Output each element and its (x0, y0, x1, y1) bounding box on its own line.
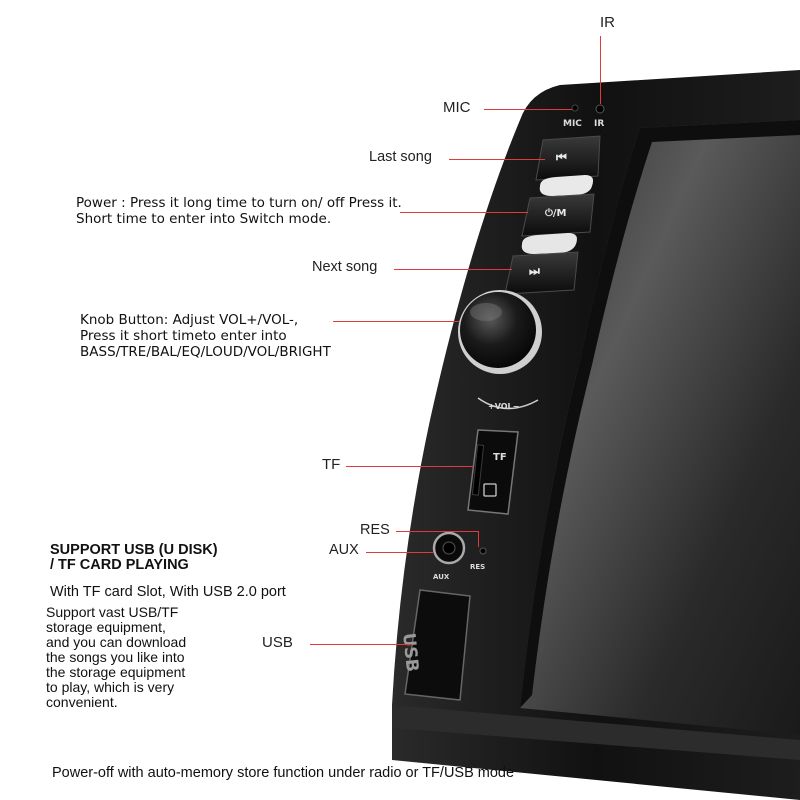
ir-mark: IR (594, 119, 605, 129)
support-heading: SUPPORT USB (U DISK) / TF CARD PLAYING (50, 542, 218, 573)
device-lip (392, 705, 800, 760)
aux-leader (366, 552, 434, 553)
usb-label: USB (262, 634, 293, 651)
next-song-leader (394, 269, 512, 270)
knob (460, 292, 536, 368)
tf-slot (471, 444, 485, 496)
usb-port (404, 589, 471, 701)
mic-leader (484, 109, 572, 110)
vol-mark: +VOL− (488, 402, 520, 411)
knob-description: Knob Button: Adjust VOL+/VOL-, Press it … (80, 312, 331, 360)
tf-mark: TF (493, 452, 507, 463)
power-button-highlight (539, 175, 594, 196)
aux-label: AUX (329, 542, 359, 558)
mic-label: MIC (443, 99, 471, 116)
ir-leader (600, 36, 601, 104)
ir-sensor (595, 104, 605, 114)
support-body: Support vast USB/TF storage equipment, a… (46, 604, 187, 710)
support-subheading: With TF card Slot, With USB 2.0 port (50, 584, 286, 600)
tf-card-icon (483, 483, 497, 497)
res-label: RES (360, 522, 390, 538)
next-button-highlight (521, 233, 577, 254)
knob-leader (333, 321, 459, 322)
aux-mark: AUX (433, 573, 450, 581)
footer-note: Power-off with auto-memory store functio… (52, 765, 515, 781)
prev-icon[interactable]: ⏮ (556, 150, 567, 164)
mic-mark: MIC (563, 119, 582, 129)
next-button (504, 251, 579, 295)
power-leader (400, 212, 528, 213)
tf-label: TF (322, 456, 341, 473)
res-leader (396, 531, 478, 532)
last-song-label: Last song (369, 149, 432, 165)
power-description: Power : Press it long time to turn on/ o… (76, 195, 402, 227)
power-icon[interactable]: ⏻/M (545, 208, 567, 219)
res-leader-drop (478, 531, 479, 547)
power-button (521, 193, 595, 237)
next-song-label: Next song (312, 259, 378, 275)
next-icon[interactable]: ⏭ (529, 264, 540, 278)
last-song-leader (449, 159, 545, 160)
vol-arc (477, 397, 539, 410)
res-mark: RES (470, 563, 486, 571)
usb-leader (310, 644, 412, 645)
ir-label: IR (600, 14, 615, 31)
prev-button (535, 135, 601, 181)
usb-mark: USB (398, 632, 423, 673)
tf-leader (346, 466, 474, 467)
reset-hole (479, 547, 487, 555)
screen (520, 120, 800, 735)
mic-hole (571, 104, 579, 112)
